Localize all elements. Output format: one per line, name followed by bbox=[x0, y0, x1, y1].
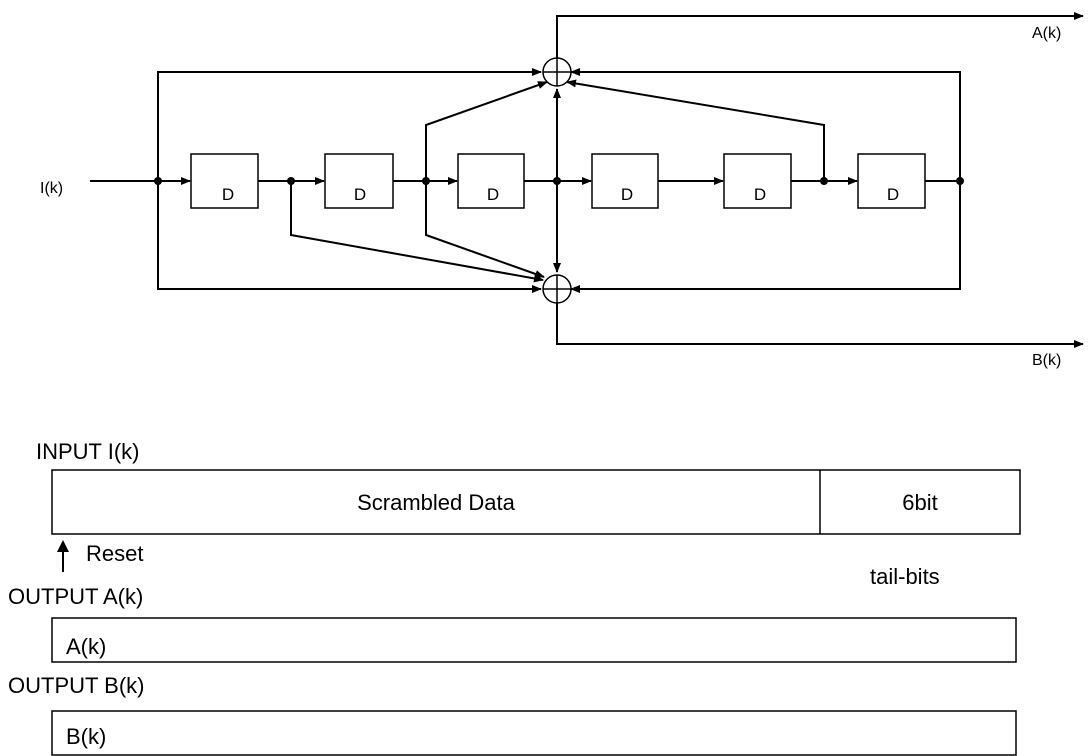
svg-text:D: D bbox=[621, 185, 633, 204]
output-b-wire bbox=[556, 303, 1084, 348]
output-b-label: B(k) bbox=[1032, 352, 1061, 369]
svg-text:B(k): B(k) bbox=[66, 724, 106, 749]
wire-tap1-lower bbox=[290, 181, 544, 283]
wire-last-lower-adder bbox=[570, 181, 961, 293]
svg-text:D: D bbox=[222, 185, 234, 204]
delay-blocks: D D D D D D bbox=[190, 153, 926, 209]
input-frame-title: INPUT I(k) bbox=[36, 439, 139, 464]
svg-text:D: D bbox=[754, 185, 766, 204]
wire-input-upper-adder bbox=[157, 68, 542, 181]
junction-dot bbox=[154, 177, 162, 185]
reset-label: Reset bbox=[86, 541, 143, 566]
svg-text:D: D bbox=[487, 185, 499, 204]
output-a-frame-title: OUTPUT A(k) bbox=[8, 584, 143, 609]
input-label: I(k) bbox=[40, 180, 63, 197]
reset-arrow-icon bbox=[57, 540, 69, 552]
junction-dot bbox=[287, 177, 295, 185]
upper-adder bbox=[542, 57, 572, 87]
delay-block-4: D bbox=[591, 153, 659, 209]
delay-block-1: D bbox=[190, 153, 259, 209]
delay-block-5: D bbox=[723, 153, 792, 209]
junction-dot bbox=[422, 177, 430, 185]
wire-tap2-upper bbox=[425, 81, 548, 181]
wire-input-lower-adder bbox=[157, 181, 542, 293]
wire-tap2-lower bbox=[425, 181, 545, 278]
input-frame-bar: Scrambled Data 6bit bbox=[51, 469, 1021, 535]
output-a-frame-bar: A(k) bbox=[51, 617, 1017, 663]
wires bbox=[90, 12, 1084, 348]
tail-bits-caption: tail-bits bbox=[870, 564, 940, 589]
wire-last-upper-adder bbox=[570, 68, 961, 181]
output-b-frame-bar: B(k) bbox=[51, 710, 1017, 756]
output-b-frame-title: OUTPUT B(k) bbox=[8, 673, 144, 698]
svg-text:D: D bbox=[887, 185, 899, 204]
svg-text:A(k): A(k) bbox=[66, 634, 106, 659]
wire-tap5-upper bbox=[566, 79, 825, 181]
delay-block-3: D bbox=[457, 153, 525, 209]
delay-block-6: D bbox=[857, 153, 926, 209]
output-a-wire bbox=[556, 12, 1084, 58]
tail-bits-segment: 6bit bbox=[902, 490, 937, 515]
junction-dot bbox=[956, 177, 964, 185]
delay-block-2: D bbox=[324, 153, 394, 209]
junction-dot bbox=[553, 177, 561, 185]
reset-marker bbox=[57, 540, 69, 572]
output-a-label: A(k) bbox=[1032, 25, 1061, 42]
scrambled-data-segment: Scrambled Data bbox=[357, 490, 516, 515]
junction-dots bbox=[154, 177, 964, 185]
svg-text:D: D bbox=[354, 185, 366, 204]
lower-adder bbox=[542, 274, 572, 304]
junction-dot bbox=[820, 177, 828, 185]
